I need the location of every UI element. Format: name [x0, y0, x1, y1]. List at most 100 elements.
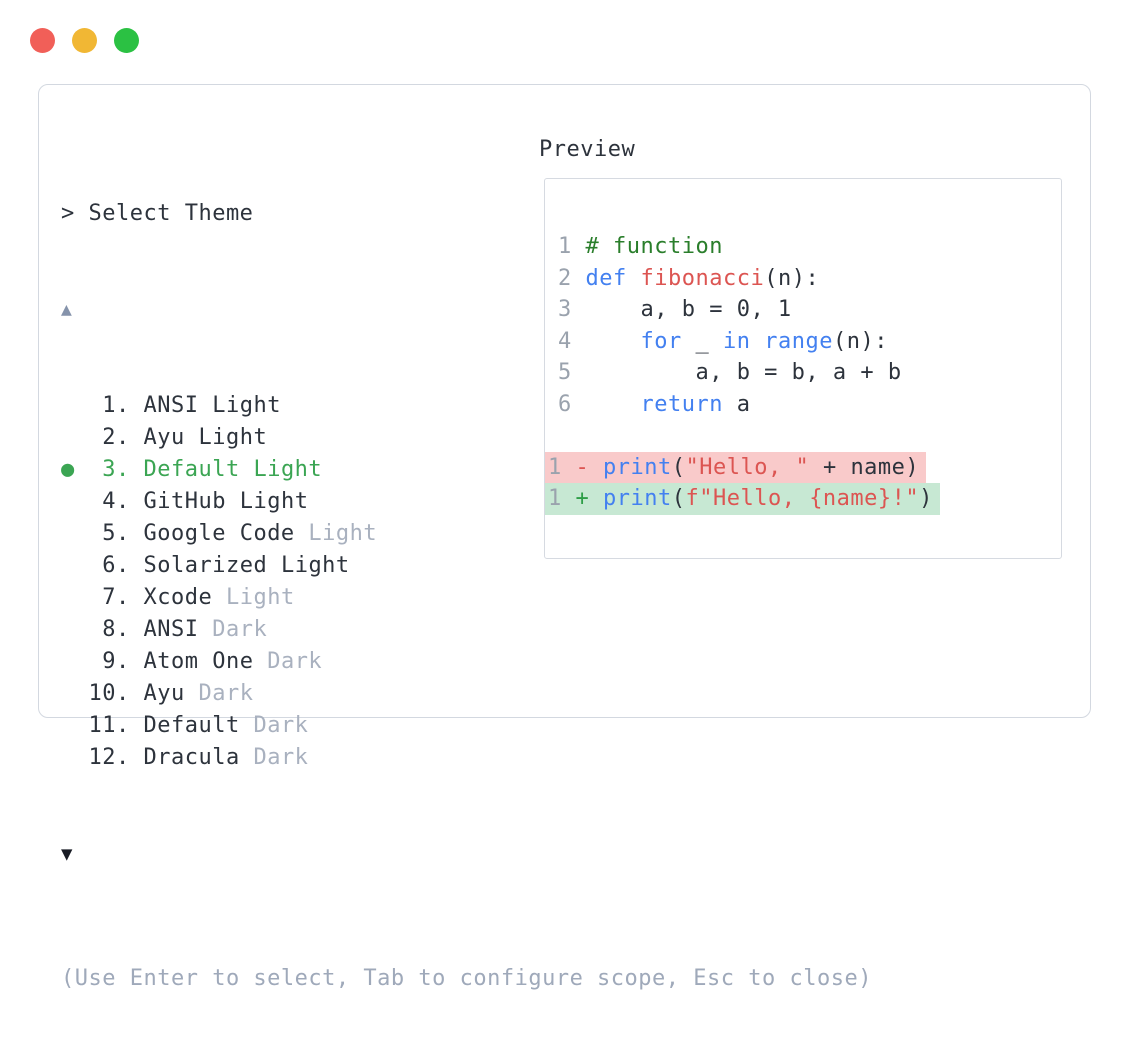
- theme-item-ayu-light[interactable]: 2. Ayu Light: [61, 422, 872, 454]
- theme-item-number: 4.: [88, 489, 144, 514]
- line-number: 1: [558, 234, 572, 259]
- theme-item-prefix: [61, 617, 89, 642]
- token-keyword: for: [640, 328, 682, 354]
- theme-item-variant: Light: [239, 457, 323, 482]
- token-string: f"Hello, {name}!": [685, 486, 920, 511]
- theme-item-prefix: [61, 425, 89, 450]
- theme-item-ansi-light[interactable]: 1. ANSI Light: [61, 390, 872, 422]
- minimize-window-button[interactable]: [72, 28, 97, 53]
- diff-highlight-added: 1 + print(f"Hello, {name}!"): [545, 483, 940, 515]
- theme-item-default-dark[interactable]: 11. Default Dark: [61, 710, 872, 742]
- theme-item-xcode-light[interactable]: 7. Xcode Light: [61, 582, 872, 614]
- preview-title: Preview: [539, 137, 636, 162]
- scroll-up-icon[interactable]: ▲: [61, 299, 73, 320]
- theme-item-name: GitHub: [143, 489, 226, 514]
- theme-item-variant: Dark: [239, 713, 309, 738]
- token-plain: ): [919, 486, 933, 511]
- code-line: 5 a, b = b, a + b: [545, 357, 1061, 389]
- theme-item-prefix: [61, 393, 89, 418]
- token-keyword: print: [603, 486, 672, 511]
- token-comment: # function: [585, 234, 723, 259]
- theme-selector-panel: > Select Theme ▲ 1. ANSI Light 2. Ayu Li…: [38, 84, 1091, 991]
- theme-item-prefix: [61, 585, 89, 610]
- theme-item-variant: Dark: [184, 681, 254, 706]
- token-plain: (n):: [832, 328, 888, 354]
- theme-item-variant: Dark: [253, 649, 323, 674]
- token-keyword: return: [640, 391, 723, 417]
- line-number: 4: [558, 328, 572, 354]
- line-number: 6: [558, 391, 572, 417]
- theme-item-name: Ayu: [143, 425, 185, 450]
- theme-item-prefix: [61, 553, 89, 578]
- theme-item-number: 12.: [88, 745, 144, 770]
- token-keyword: def: [585, 265, 627, 291]
- line-number: 2: [558, 265, 572, 291]
- code-line: 2 def fibonacci(n):: [545, 263, 1061, 295]
- diff-highlight-removed: 1 - print("Hello, " + name): [545, 451, 927, 483]
- theme-item-name: Default: [143, 457, 240, 482]
- token-plain: + name): [809, 454, 920, 480]
- token-plain: [586, 329, 641, 354]
- theme-item-prefix: [61, 649, 89, 674]
- theme-item-github-light[interactable]: 4. GitHub Light: [61, 486, 872, 518]
- theme-item-number: 8.: [88, 617, 144, 642]
- line-number: 1: [548, 454, 562, 480]
- theme-item-variant: Light: [225, 489, 309, 514]
- selected-bullet-icon: ●: [61, 457, 89, 482]
- code-line: 1 # function: [545, 231, 1061, 263]
- diff-line-added: 1 + print(f"Hello, {name}!"): [545, 483, 1061, 515]
- diff-minus-sign: -: [575, 454, 590, 480]
- theme-item-name: Solarized: [143, 553, 268, 578]
- scroll-down-icon[interactable]: ▼: [61, 843, 73, 865]
- theme-item-name: ANSI: [143, 617, 199, 642]
- theme-item-google-code-light[interactable]: 5. Google Code Light: [61, 518, 872, 550]
- theme-item-number: 2.: [88, 425, 144, 450]
- code-line: 3 a, b = 0, 1: [545, 294, 1061, 326]
- theme-item-variant: Light: [267, 553, 350, 578]
- theme-item-name: Xcode: [143, 585, 213, 610]
- diff-line-removed: 1 - print("Hello, " + name): [545, 451, 1061, 483]
- theme-item-prefix: [61, 681, 89, 706]
- token-plain: (n):: [764, 265, 820, 291]
- token-plain: _: [681, 328, 723, 354]
- theme-item-ansi-dark[interactable]: 8. ANSI Dark: [61, 614, 872, 646]
- theme-item-number: 5.: [88, 521, 144, 546]
- theme-item-default-light[interactable]: ● 3. Default Light: [61, 454, 872, 486]
- code-line: 4 for _ in range(n):: [545, 326, 1061, 358]
- theme-item-variant: Light: [294, 521, 378, 546]
- theme-item-prefix: [61, 713, 89, 738]
- theme-item-name: Atom One: [143, 649, 254, 674]
- token-keyword: range: [764, 328, 833, 354]
- theme-item-variant: Dark: [239, 745, 309, 770]
- theme-item-variant: Light: [184, 425, 268, 450]
- token-string: "Hello, ": [685, 454, 810, 480]
- theme-item-number: 11.: [88, 713, 144, 738]
- theme-item-variant: Dark: [198, 617, 268, 642]
- window-controls: [30, 28, 139, 53]
- theme-item-name: Dracula: [143, 745, 240, 770]
- close-window-button[interactable]: [30, 28, 55, 53]
- help-text: (Use Enter to select, Tab to configure s…: [61, 966, 872, 991]
- theme-item-name: Default: [143, 713, 240, 738]
- theme-item-number: 9.: [88, 649, 144, 674]
- theme-item-number: 6.: [88, 553, 144, 578]
- theme-item-dracula-dark[interactable]: 12. Dracula Dark: [61, 742, 872, 774]
- token-plain: [627, 266, 641, 291]
- theme-item-prefix: [61, 745, 89, 770]
- theme-item-ayu-dark[interactable]: 10. Ayu Dark: [61, 678, 872, 710]
- theme-item-solarized-light[interactable]: 6. Solarized Light: [61, 550, 872, 582]
- token-plain: (: [671, 454, 686, 480]
- code-line: 6 return a: [545, 389, 1061, 421]
- zoom-window-button[interactable]: [114, 28, 139, 53]
- token-plain: a: [722, 391, 751, 417]
- theme-item-prefix: [61, 489, 89, 514]
- theme-item-variant: Light: [212, 585, 295, 610]
- theme-item-number: 1.: [88, 393, 144, 418]
- theme-item-name: Ayu: [143, 681, 185, 706]
- token-plain: (: [671, 486, 686, 511]
- token-keyword: in: [722, 328, 751, 354]
- theme-item-atom-one-dark[interactable]: 9. Atom One Dark: [61, 646, 872, 678]
- line-number: 3: [558, 297, 572, 322]
